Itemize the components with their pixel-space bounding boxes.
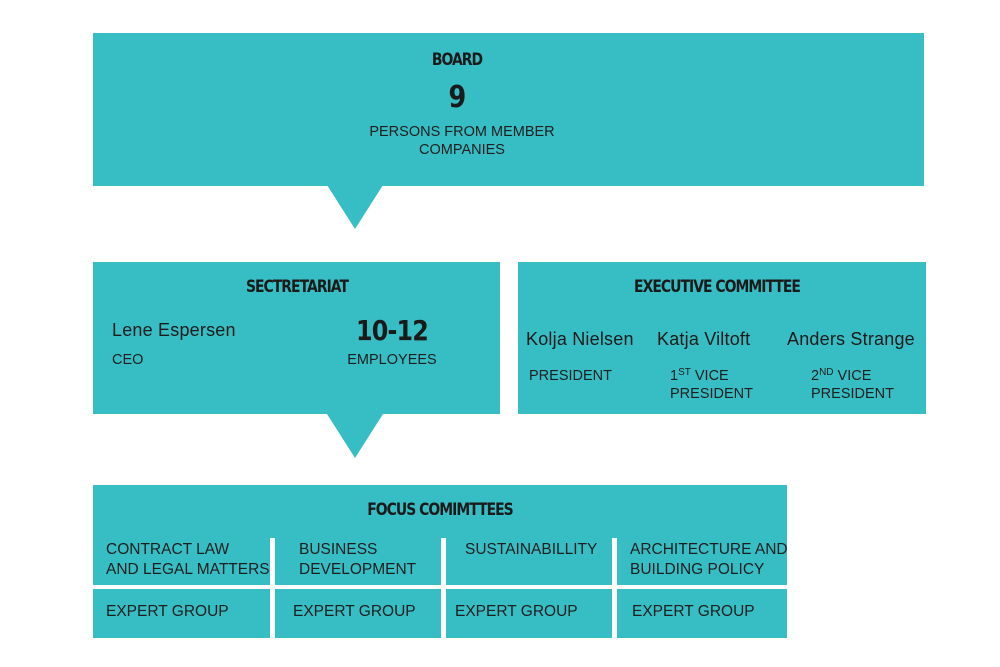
board-count: 9 [448, 80, 467, 115]
executive-committee-box [518, 262, 926, 414]
exec-member-name: Kolja Nielsen [526, 329, 634, 349]
secretariat-count-label: EMPLOYEES [347, 352, 437, 368]
exec-member-role: 1ST VICE PRESIDENT [670, 367, 753, 403]
committee-cell: BUSINESS DEVELOPMENT [299, 541, 417, 578]
secretariat-title: SECTRETARIAT [245, 277, 349, 297]
committee-cell: SUSTAINABILLITY [465, 541, 598, 558]
committee-cell: ARCHITECTURE AND BUILDING POLICY [630, 541, 788, 578]
exec-member-name: Katja Viltoft [657, 329, 751, 349]
focus-committees-title: FOCUS COMIMTTEES [367, 500, 513, 520]
committee-cell: CONTRACT LAW AND LEGAL MATTERS [106, 541, 270, 578]
executive-committee-title: EXECUTIVE COMMITTEE [634, 277, 801, 297]
secretariat-person-role: CEO [112, 352, 144, 368]
expert-group-cell: EXPERT GROUP [632, 603, 755, 620]
board-caption: PERSONS FROM MEMBER COMPANIES [337, 123, 587, 159]
exec-member-role: PRESIDENT [529, 368, 612, 384]
secretariat-arrow [327, 414, 383, 458]
board-arrow [327, 185, 383, 229]
expert-group-cell: EXPERT GROUP [455, 603, 578, 620]
expert-group-cell: EXPERT GROUP [106, 603, 229, 620]
exec-member-role: 2ND VICE PRESIDENT [811, 367, 894, 403]
focus-committees-box [93, 485, 787, 638]
secretariat-count: 10-12 [356, 314, 429, 347]
secretariat-box [93, 262, 500, 414]
secretariat-person-name: Lene Espersen [112, 320, 236, 340]
expert-group-cell: EXPERT GROUP [293, 603, 416, 620]
board-title: BOARD [431, 50, 483, 70]
board-caption-line2: COMPANIES [419, 142, 505, 158]
board-caption-line1: PERSONS FROM MEMBER [369, 124, 555, 140]
exec-member-name: Anders Strange [787, 329, 915, 349]
divider-horizontal [93, 585, 787, 589]
board-box [93, 33, 924, 186]
